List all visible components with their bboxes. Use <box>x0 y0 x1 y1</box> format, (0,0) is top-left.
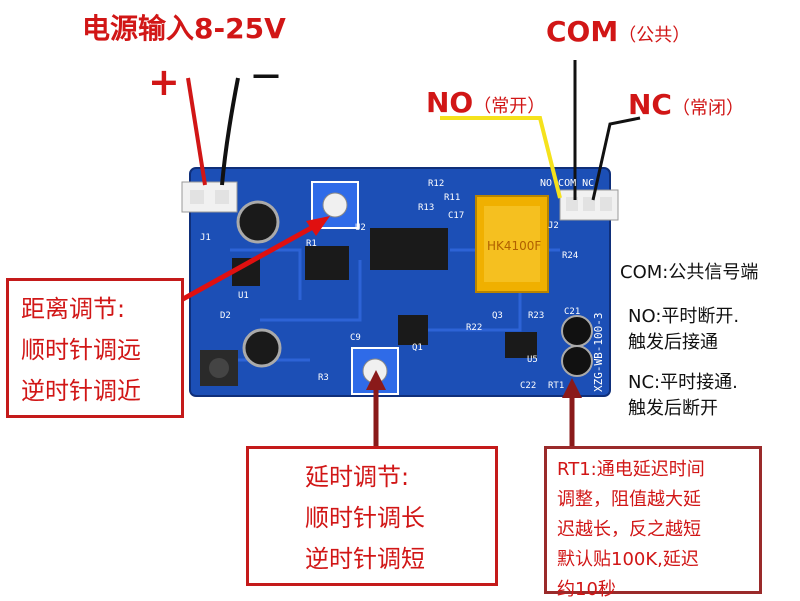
component-label: R23 <box>528 311 544 321</box>
ic-u5 <box>505 332 537 358</box>
component-label: R1 <box>306 239 317 249</box>
capacitor-right1 <box>561 315 593 347</box>
no-label: NO（常开） <box>426 86 545 120</box>
rt1-line1: RT1:通电延迟时间 <box>557 459 705 480</box>
rt1-line4: 默认贴100K,延迟 <box>557 549 699 570</box>
component-label: R13 <box>418 203 434 213</box>
wire-black <box>220 77 240 186</box>
component-label: Q3 <box>492 311 503 321</box>
nc-label-sub: （常闭） <box>671 98 744 119</box>
info-no-line2: 触发后接通 <box>628 332 718 353</box>
component-label: U1 <box>238 291 249 301</box>
wire-no <box>440 116 562 199</box>
distance-line3: 逆时针调近 <box>21 377 141 405</box>
component-label: J1 <box>200 233 211 243</box>
info-nc-line2: 触发后断开 <box>628 398 718 419</box>
ic-small <box>305 246 349 280</box>
component-label: R22 <box>466 323 482 333</box>
info-com: COM:公共信号端 <box>620 262 759 283</box>
no-label-sub: （常开） <box>473 96 546 117</box>
delay-line3: 逆时针调短 <box>305 545 425 573</box>
ic-main <box>370 228 448 270</box>
com-label: COM（公共） <box>546 15 690 49</box>
no-label-text: NO <box>426 86 474 119</box>
minus-sign: — <box>252 58 280 91</box>
power-input-title: 电源输入8-25V <box>82 12 286 45</box>
com-label-text: COM <box>546 15 619 48</box>
distance-line1: 距离调节: <box>21 295 126 323</box>
distance-line2: 顺时针调远 <box>21 336 141 364</box>
sensor-label: XZG-WB-100-3 <box>592 313 605 392</box>
ic-q1 <box>398 315 428 345</box>
component-label: J2 <box>548 221 559 231</box>
wire-red <box>186 77 207 186</box>
nc-label-text: NC <box>628 88 672 121</box>
info-nc-line1: NC:平时接通. <box>628 372 738 393</box>
rt1-line3: 迟越长，反之越短 <box>557 519 701 540</box>
component-label: C21 <box>564 307 580 317</box>
component-label: D2 <box>220 311 231 321</box>
component-label: R12 <box>428 179 444 189</box>
plus-sign: + <box>148 60 180 104</box>
component-label: U2 <box>355 223 366 233</box>
connector-top-text: NO COM NC <box>540 178 594 189</box>
component-label: C9 <box>350 333 361 343</box>
com-label-sub: （公共） <box>618 25 691 46</box>
capacitor-left <box>236 200 280 244</box>
component-label: R24 <box>562 251 578 261</box>
capacitor-right2 <box>561 345 593 377</box>
component-label: R11 <box>444 193 460 203</box>
info-no-line1: NO:平时断开. <box>628 306 740 327</box>
component-label: R3 <box>318 373 329 383</box>
delay-box: 延时调节: 顺时针调长 逆时针调短 <box>246 446 498 586</box>
wire-nc <box>591 116 641 201</box>
capacitor-lower <box>242 328 282 368</box>
rt1-box: RT1:通电延迟时间 调整，阻值越大延 迟越长，反之越短 默认贴100K,延迟 … <box>544 446 762 600</box>
rt1-line2: 调整，阻值越大延 <box>557 489 701 510</box>
distance-arrow <box>172 219 324 307</box>
nc-label: NC（常闭） <box>628 88 744 122</box>
delay-line2: 顺时针调长 <box>305 504 425 532</box>
distance-box: 距离调节: 顺时针调远 逆时针调近 <box>6 278 184 418</box>
rt1-line5: 约10秒 <box>557 579 616 600</box>
component-label: C22 <box>520 381 536 391</box>
component-label: U5 <box>527 355 538 365</box>
component-label: Q1 <box>412 343 423 353</box>
relay-text: HK4100F <box>487 239 541 253</box>
component-label: RT1 <box>548 381 564 391</box>
delay-line1: 延时调节: <box>305 463 410 491</box>
component-label: C17 <box>448 211 464 221</box>
